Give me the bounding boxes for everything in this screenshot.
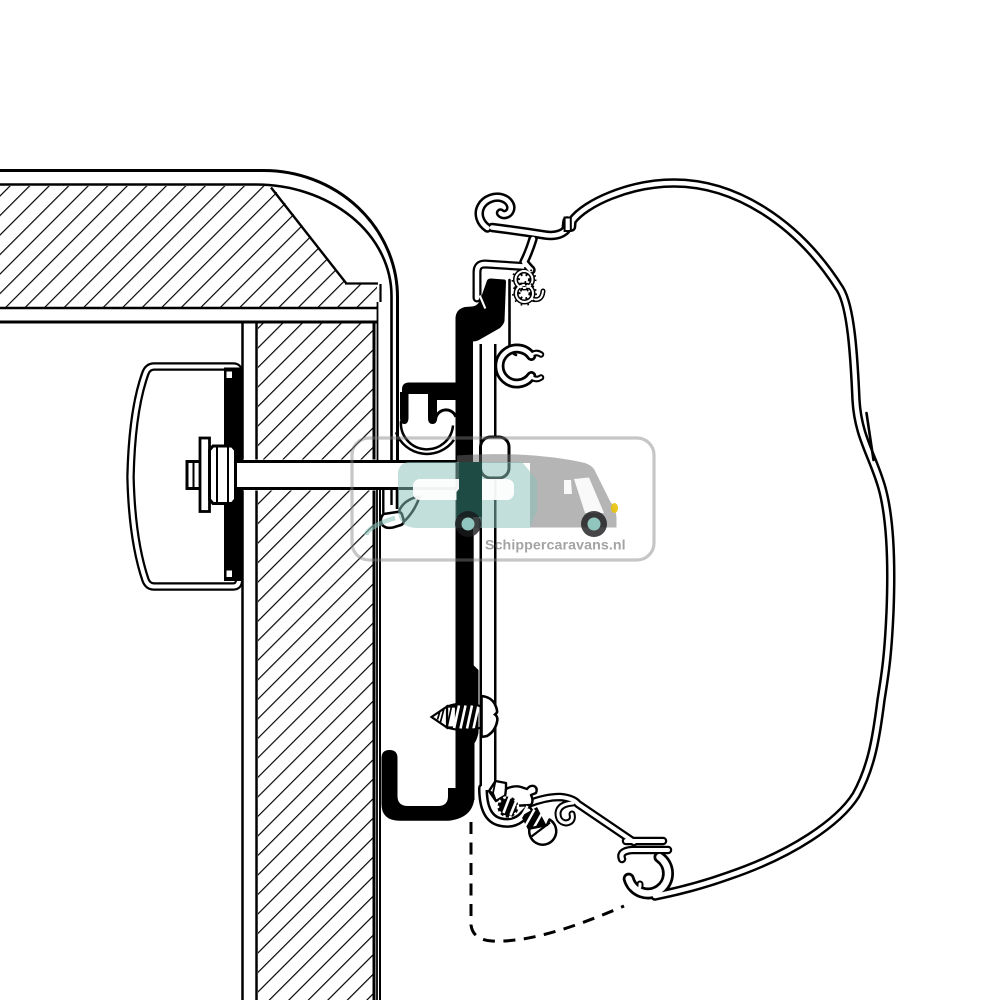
svg-text:Schippercaravans.nl: Schippercaravans.nl [485,538,626,554]
